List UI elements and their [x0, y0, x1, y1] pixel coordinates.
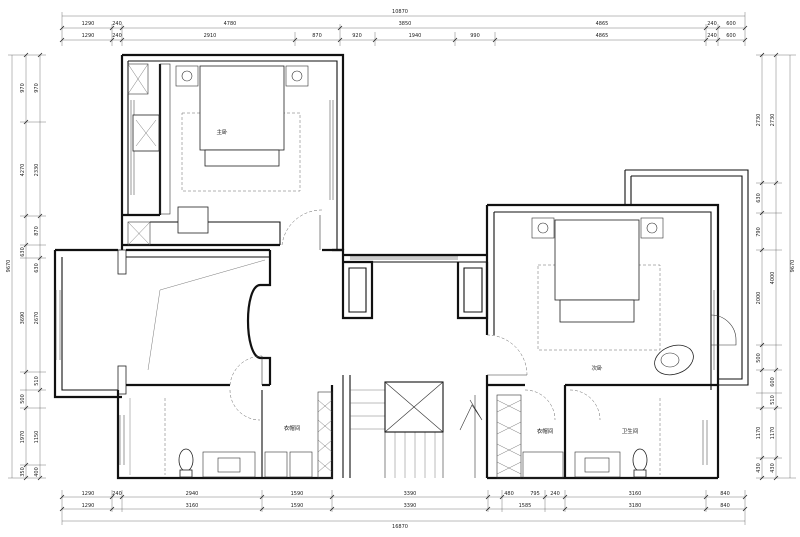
dim-top-r1-5: 240: [707, 21, 717, 27]
lower-right-rooms: 衣帽间 卫生间: [496, 389, 661, 479]
dim-right-c1-0: 2730: [756, 114, 762, 127]
dim-left-c1-7: 510: [34, 376, 40, 386]
dim-top-r1-2: 4780: [224, 21, 237, 27]
dim-left-c1-0: 970: [20, 83, 26, 93]
master-bedroom-label: 主卧: [216, 128, 228, 136]
dim-top-r2-1: 240: [112, 33, 122, 39]
dim-left-c1-2: 2330: [34, 164, 40, 177]
dim-right-c1-2: 790: [756, 227, 762, 237]
dim-bottom-r2-3: 3390: [404, 503, 417, 509]
left-dimension-lines: 9670 970 4270 2330 870 630 3690 2670 510…: [6, 52, 46, 481]
dim-top-r2-5: 1940: [409, 33, 422, 39]
windows: [55, 100, 715, 465]
dim-top-r1-0: 1290: [82, 21, 95, 27]
lower-left-rooms: 衣帽间: [129, 389, 333, 479]
dim-top-total: 10870: [392, 9, 408, 15]
right-dimension-lines: 9670 2730 630 790 2000 500 1170 430 2730…: [756, 52, 796, 481]
dim-left-c1-1: 4270: [20, 164, 26, 177]
staircase: [342, 375, 483, 478]
top-dimension-lines: 10870 1290 240 4780 3850 4865 240 600 12…: [59, 9, 748, 46]
second-bedroom-label: 次卧: [591, 364, 603, 372]
dim-bottom-r1-1: 240: [112, 491, 122, 497]
dim-left-outer: 9670: [6, 260, 12, 273]
dim-right-c1-6: 430: [756, 463, 762, 473]
dim-left-c1-5: 3690: [20, 312, 26, 325]
dim-top-r2-9: 600: [726, 33, 736, 39]
dim-top-r1-1: 240: [112, 21, 122, 27]
dim-right-c2-0: 2730: [770, 114, 776, 127]
dim-top-r1-4: 4865: [596, 21, 609, 27]
dim-top-r1-6: 600: [726, 21, 736, 27]
dim-left-c1-6: 2670: [34, 312, 40, 325]
dim-right-c2-1: 4000: [770, 272, 776, 285]
dim-left-c1-9: 350: [20, 467, 26, 477]
walkin-closet-left-label: 衣帽间: [284, 424, 301, 432]
dim-right-c2-4: 1170: [770, 427, 776, 440]
master-bedroom-furniture: 主卧: [127, 63, 323, 250]
dim-bottom-r1-2: 2940: [186, 491, 199, 497]
dim-bottom-r1-5: 480: [504, 491, 514, 497]
dim-bottom-r2-0: 1290: [82, 503, 95, 509]
second-bedroom-furniture: 次卧: [486, 217, 737, 376]
dim-bottom-r2-5: 3180: [629, 503, 642, 509]
hall-floor-lines: [147, 259, 266, 386]
dim-top-r2-3: 870: [312, 33, 322, 39]
dim-bottom-r1-9: 840: [720, 491, 730, 497]
dim-right-c1-1: 630: [756, 193, 762, 203]
dim-right-c1-5: 1170: [756, 427, 762, 440]
dim-left-c2-1: 630: [20, 247, 26, 257]
dim-left-c2-4: 400: [34, 467, 40, 477]
dim-bottom-r2-4: 1585: [519, 503, 532, 509]
dim-bottom-total: 16870: [392, 524, 408, 530]
dim-left-c1-4: 630: [34, 263, 40, 273]
dim-top-r2-8: 240: [707, 33, 717, 39]
dim-left-c2-0: 970: [34, 83, 40, 93]
dim-bottom-r1-6: 795: [530, 491, 540, 497]
dim-right-c2-3: 510: [770, 395, 776, 405]
dim-left-c1-3: 870: [34, 226, 40, 236]
dim-right-c2-5: 430: [770, 463, 776, 473]
dim-bottom-r1-7: 240: [550, 491, 560, 497]
dim-bottom-r1-4: 3390: [404, 491, 417, 497]
dim-left-c2-3: 500: [20, 394, 26, 404]
dim-bottom-r2-1: 3160: [186, 503, 199, 509]
dim-top-r2-2: 2910: [204, 33, 217, 39]
walls: [53, 53, 749, 480]
dim-bottom-r2-6: 840: [720, 503, 730, 509]
dim-right-c2-2: 600: [770, 377, 776, 387]
dim-top-r2-0: 1290: [82, 33, 95, 39]
dim-bottom-r1-3: 1590: [291, 491, 304, 497]
bottom-dimension-lines: 1290 240 2940 1590 3390 480 795 240 3160…: [59, 490, 748, 530]
dim-left-c1-8: 1970: [20, 431, 26, 444]
dim-top-r2-4: 920: [352, 33, 362, 39]
dim-left-c2-2: 1150: [34, 431, 40, 444]
dim-bottom-r1-0: 1290: [82, 491, 95, 497]
dim-bottom-r2-2: 1590: [291, 503, 304, 509]
dim-top-r2-6: 990: [470, 33, 480, 39]
dim-top-r2-7: 4865: [596, 33, 609, 39]
walkin-closet-right-label: 衣帽间: [537, 427, 554, 435]
dim-right-c1-4: 500: [756, 353, 762, 363]
dim-right-outer: 9670: [790, 260, 796, 273]
dim-right-c1-3: 2000: [756, 292, 762, 305]
dim-bottom-r1-8: 3160: [629, 491, 642, 497]
bathroom-label: 卫生间: [622, 427, 639, 435]
dim-top-r1-3: 3850: [399, 21, 412, 27]
